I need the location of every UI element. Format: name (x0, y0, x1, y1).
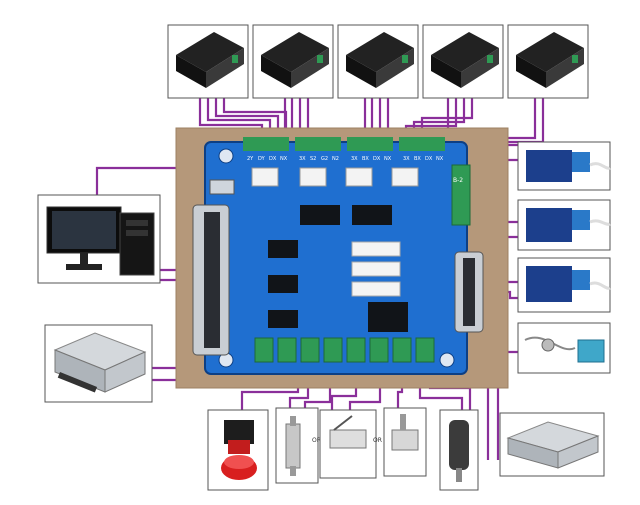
power-terminal (451, 164, 471, 226)
relay-module-icon (517, 257, 611, 313)
usb-jack (209, 179, 235, 195)
computer-icon (37, 194, 161, 284)
limit-switch-icon (383, 407, 427, 477)
motor-label: 3X (351, 156, 358, 162)
bottom-terminals (254, 337, 435, 363)
switch-label: OR (373, 437, 382, 444)
motor-labels: 2Y DY DX NX 3X S2 G2 N2 3X BX DX NX 3X B… (247, 156, 444, 162)
motor-label: NX (436, 156, 444, 162)
motor-label: BX (362, 156, 369, 162)
motor-label: DY (258, 156, 266, 162)
switch-label: OR (312, 437, 321, 444)
motor-label: NX (384, 156, 392, 162)
relay (368, 302, 408, 332)
motor-header-row (243, 137, 445, 151)
limit-switch-icon (275, 407, 319, 484)
motor-label: DX (373, 156, 381, 162)
motor-label: 2Y (247, 156, 254, 162)
motor-label: DX (425, 156, 433, 162)
relay-module-icon (517, 141, 611, 191)
stepper-driver-icon (167, 24, 249, 99)
emergency-stop-icon (207, 409, 269, 491)
stepper-driver-icon (337, 24, 419, 99)
white-headers (351, 241, 401, 297)
stepper-driver-icon (422, 24, 504, 99)
motor-label: G2 (321, 156, 328, 162)
limit-switch-icon (319, 409, 377, 479)
breakout-board: 2Y DY DX NX 3X S2 G2 N2 3X BX DX NX 3X B… (192, 137, 484, 375)
power-label: B-2 (453, 177, 463, 184)
stepper-driver-icon (252, 24, 334, 99)
motor-label: 3X (403, 156, 410, 162)
stepper-driver-icon (507, 24, 589, 99)
motor-label: S2 (310, 156, 316, 162)
motor-label: BX (414, 156, 421, 162)
motor-label: DX (269, 156, 277, 162)
relay-module-icon (517, 199, 611, 251)
optocouplers (251, 167, 419, 187)
ic-chips (268, 205, 392, 328)
power-supply-icon (44, 324, 153, 403)
motor-label: 3X (299, 156, 306, 162)
power-supply-icon (499, 412, 605, 477)
spindle-motor-icon (439, 409, 479, 491)
motor-label: N2 (332, 156, 339, 162)
motor-label: NX (280, 156, 288, 162)
stepper-drivers (167, 24, 589, 99)
probe-icon (517, 322, 611, 374)
